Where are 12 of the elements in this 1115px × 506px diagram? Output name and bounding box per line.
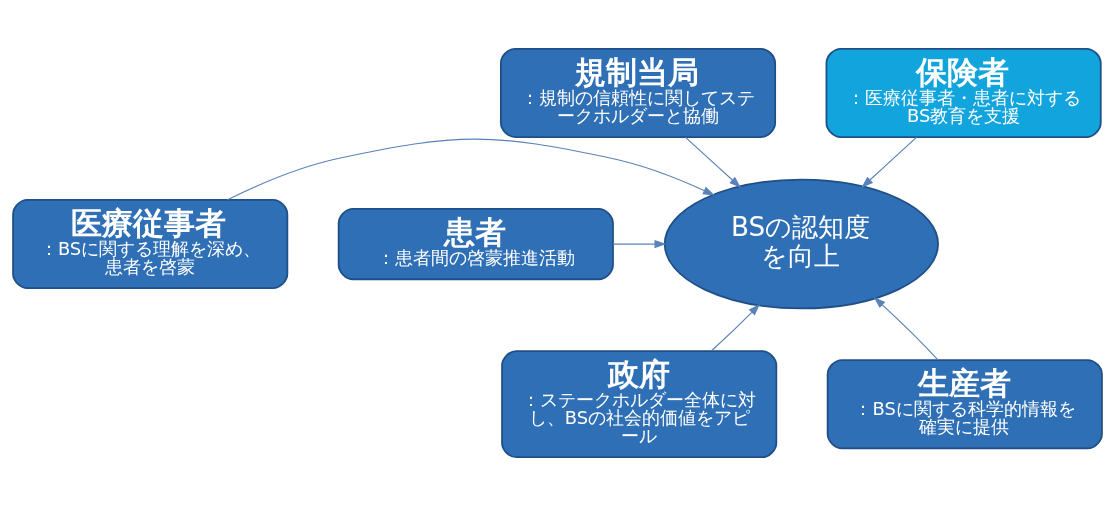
arrow	[873, 297, 939, 361]
arrow	[684, 136, 741, 188]
node-box: 患者 ：患者間の啓蒙推進活動	[337, 207, 614, 281]
node-box: 医療従事者 ：BSに関する理解を深め、患者を啓蒙	[12, 199, 289, 290]
arrow	[227, 138, 715, 201]
arrow	[710, 304, 761, 352]
node-box: 生産者 ：BSに関する科学的情報を確実に提供	[826, 359, 1103, 450]
arrow	[861, 136, 918, 188]
node-box: 規制当局 ：規制の信頼性に関してステークホルダーと協働	[499, 47, 777, 138]
node-box: 政府 ：ステークホルダー全体に対し、BSの社会的価値をアピール	[501, 350, 778, 459]
node-box: 保険者 ：医療従事者・患者に対するBS教育を支援	[825, 47, 1102, 138]
arrow	[612, 239, 667, 249]
